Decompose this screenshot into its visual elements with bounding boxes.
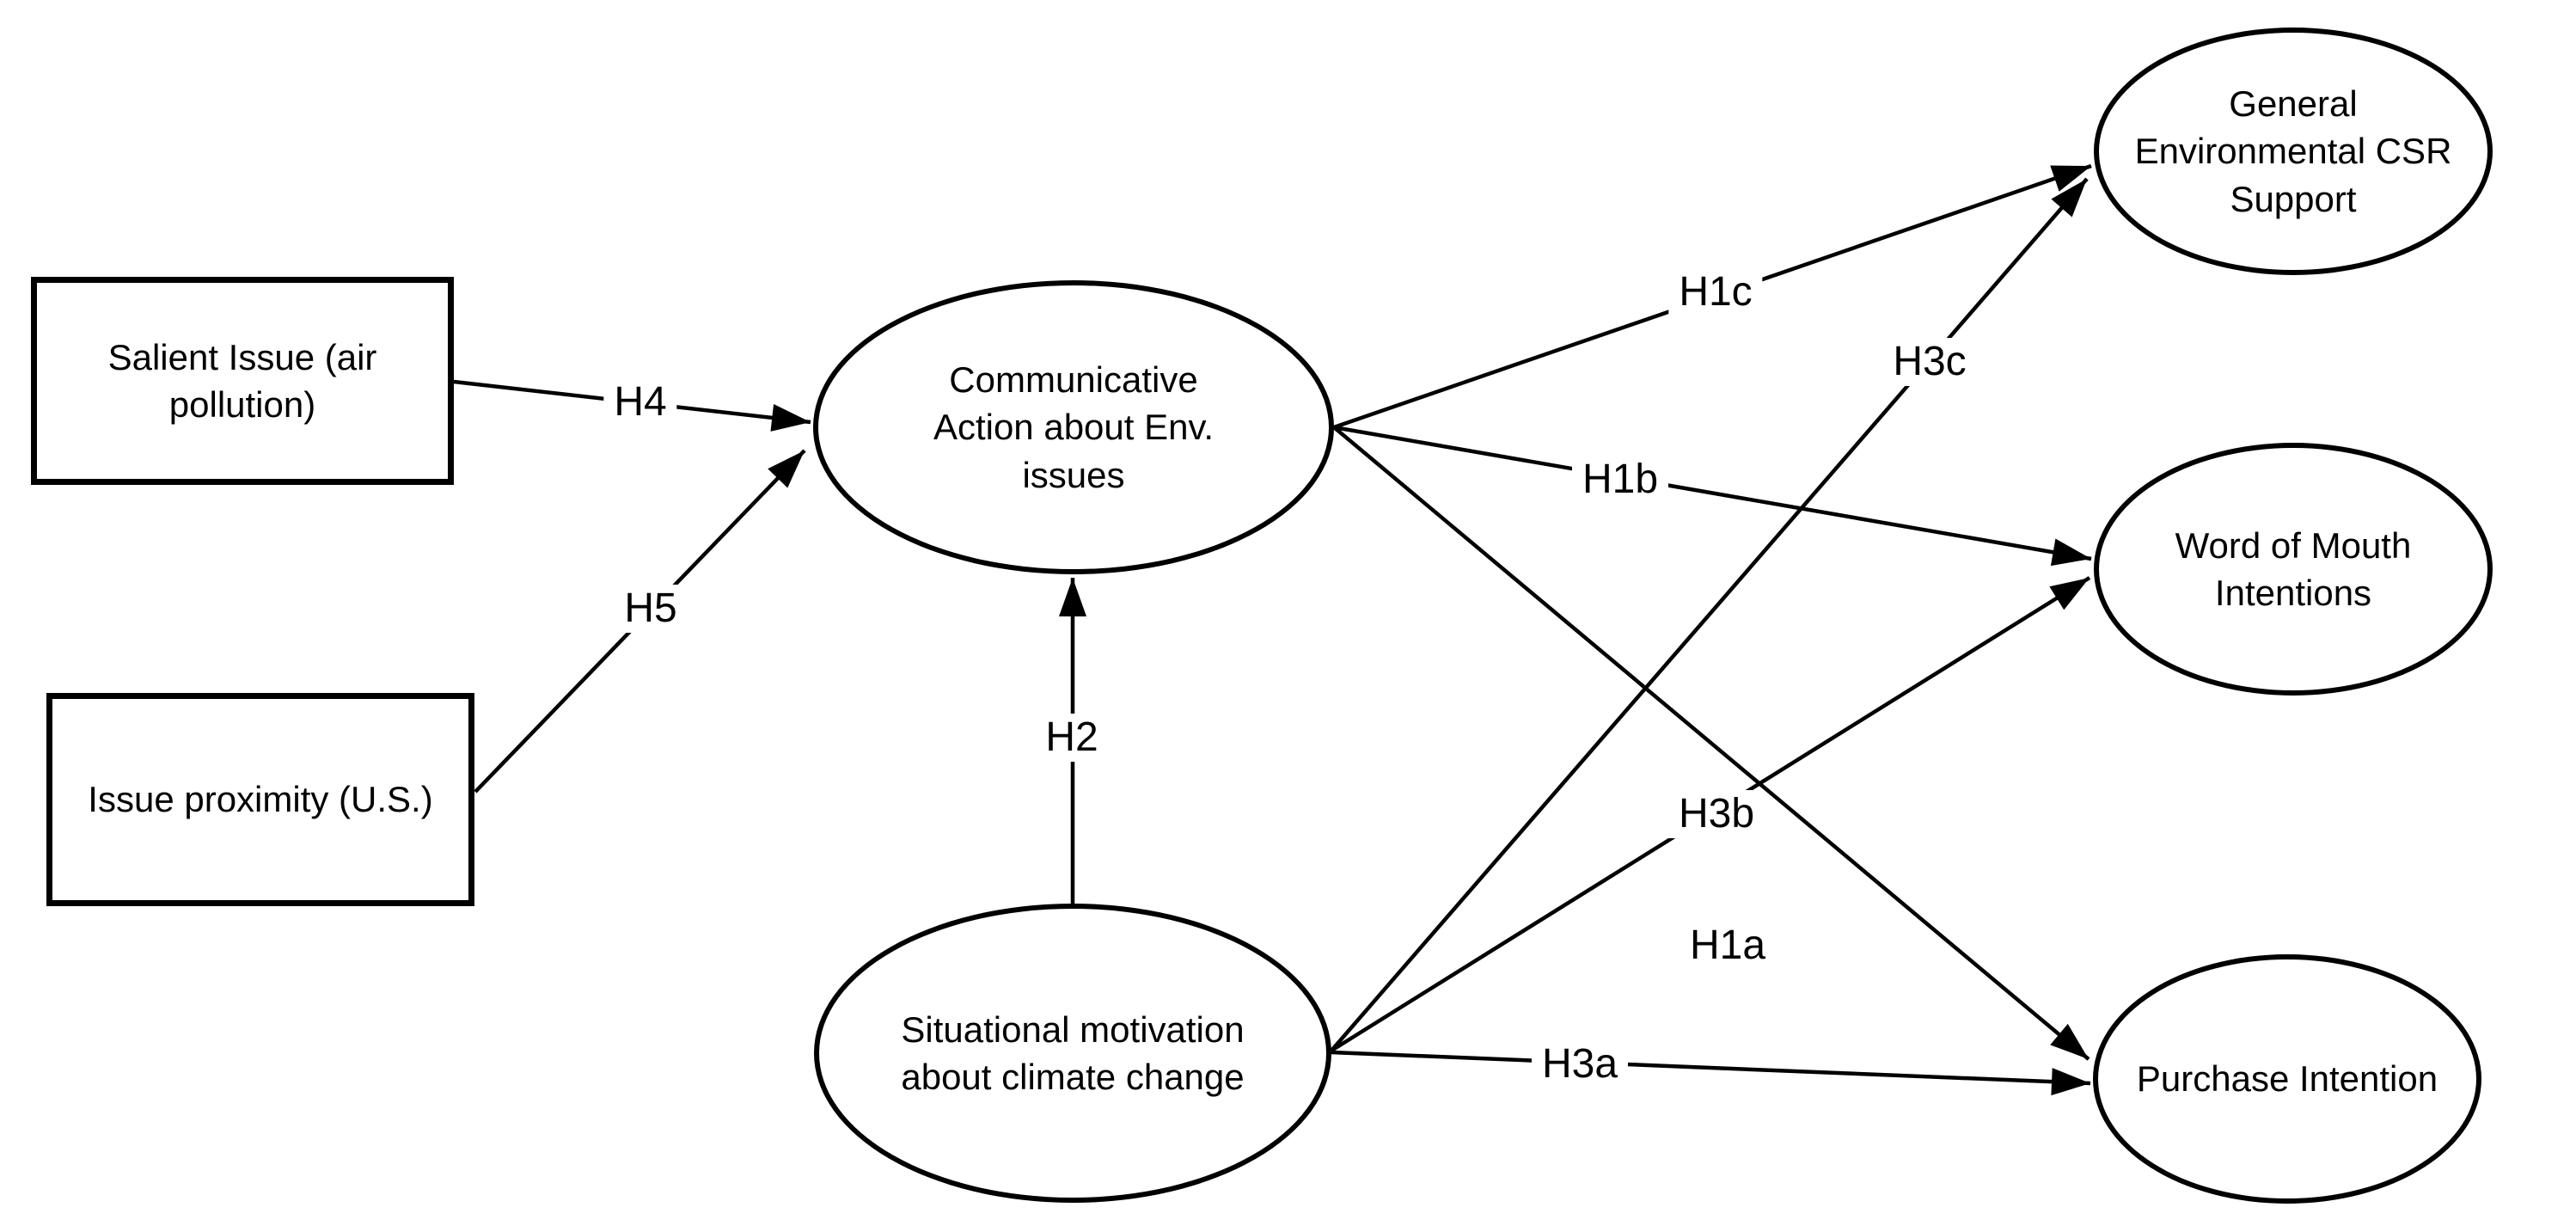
node-communicative-action: Communicative Action about Env. issues [813,280,1334,574]
edge-label-h4: H4 [603,378,677,426]
node-issue-proximity: Issue proximity (U.S.) [46,693,474,906]
edge-label-h2: H2 [1035,714,1109,762]
edge-label-h1a: H1a [1679,922,1777,970]
node-salient-issue: Salient Issue (air pollution) [31,277,454,485]
edge-h1a-arrow [1332,426,2090,1061]
node-wom-intentions: Word of Mouth Intentions [2094,443,2493,696]
node-purchase-intention: Purchase Intention [2093,954,2481,1204]
edge-label-h3b: H3b [1667,790,1765,838]
node-label-salient-issue: Salient Issue (air pollution) [107,336,377,425]
edge-label-h5: H5 [614,585,688,633]
node-label-purchase-intention: Purchase Intention [2136,1058,2438,1100]
edge-h1b-arrow [1333,425,2092,567]
edge-h3c-arrow [1330,177,2089,1052]
edge-label-h1b: H1b [1571,456,1669,504]
node-csr-support: General Environmental CSR Support [2094,28,2493,275]
node-situational-motivation: Situational motivation about climate cha… [814,904,1331,1203]
node-label-wom-intentions: Word of Mouth Intentions [2175,524,2412,613]
edge-label-h3a: H3a [1531,1040,1629,1088]
edge-h3a-arrow [1331,1050,2091,1096]
edge-label-h3c: H3c [1882,338,1977,386]
node-label-situational-motivation: Situational motivation about climate cha… [901,1008,1245,1097]
edge-label-h1c: H1c [1668,268,1763,316]
node-label-csr-support: General Environmental CSR Support [2134,83,2452,219]
node-label-communicative-action: Communicative Action about Env. issues [933,359,1215,495]
node-label-issue-proximity: Issue proximity (U.S.) [88,779,433,820]
